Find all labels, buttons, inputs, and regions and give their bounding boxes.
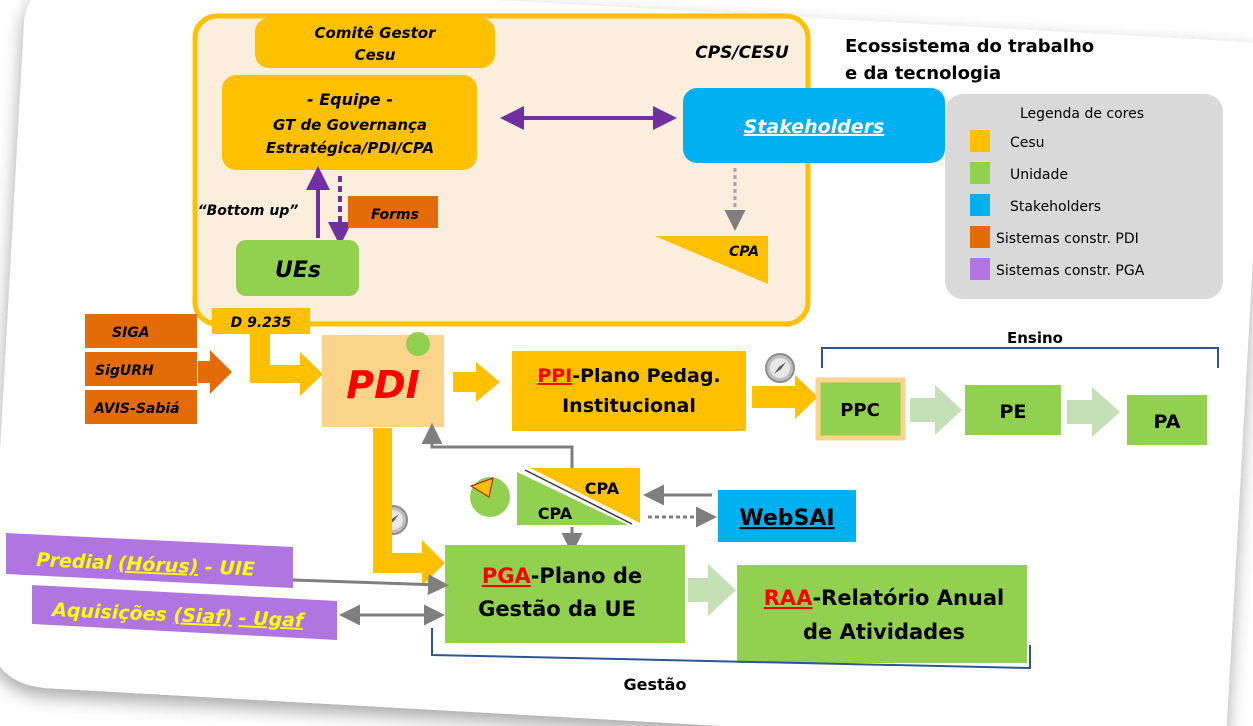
- forms-label: Forms: [371, 207, 419, 223]
- legend-swatch: [970, 226, 990, 248]
- pdi-dot: [406, 332, 430, 356]
- legend-label: Cesu: [1010, 135, 1045, 151]
- d9235-label: D 9.235: [231, 315, 292, 331]
- comite-gestor-box: [255, 18, 495, 68]
- ppi-line2: Institucional: [562, 395, 696, 417]
- cpa-divider: [524, 469, 633, 525]
- predial-label: Predial (Hórus) - UIE: [36, 549, 256, 581]
- cpa-top-shape: [655, 236, 768, 284]
- legend-swatch: [970, 130, 990, 152]
- raa-line1: RAA-Relatório Anual: [764, 586, 1004, 610]
- equipe-line3: Estratégica/PDI/CPA: [266, 139, 434, 157]
- legend-label: Unidade: [1010, 167, 1068, 183]
- equipe-line1: - Equipe -: [307, 90, 393, 109]
- websai-box: [718, 490, 856, 542]
- forms-box: [348, 196, 438, 228]
- aquisicoes-box: [32, 585, 337, 640]
- websai-label: WebSAI: [739, 506, 834, 531]
- d9235-box: [212, 308, 310, 334]
- system-sigurh-label: SigURH: [95, 363, 154, 379]
- cpa-pdi-feedback-arrow: [421, 423, 574, 468]
- cpa-upper-label: CPA: [585, 479, 620, 498]
- pe-box: [965, 385, 1061, 435]
- pie-chart-icon: [469, 477, 510, 517]
- compass-icon: [765, 353, 795, 383]
- systems-pdi-arrow: [198, 350, 232, 394]
- system-avis-box: [85, 390, 197, 424]
- diagram-title-line1: Ecossistema do trabalho: [845, 36, 1094, 57]
- ppi-ppc-arrow: [752, 375, 818, 419]
- ensino-bracket: [821, 347, 1219, 368]
- ppc-box: [815, 377, 906, 441]
- aquisicoes-label: Aquisições (Siaf) - Ugaf: [50, 599, 307, 632]
- equipe-line2: GT de Governança: [273, 116, 427, 134]
- legend-swatch: [970, 162, 990, 184]
- gestao-label: Gestão: [624, 675, 687, 694]
- predial-box: [6, 533, 293, 588]
- legend-label: Sistemas constr. PGA: [996, 263, 1145, 279]
- raa-line2: de Atividades: [803, 620, 965, 644]
- legend-box: [945, 94, 1223, 299]
- pga-line2: Gestão da UE: [478, 597, 636, 621]
- system-siga-label: SIGA: [112, 325, 150, 341]
- legend-swatch: [970, 194, 990, 216]
- pga-line1: PGA-Plano de: [482, 564, 642, 588]
- equipe-box: [222, 75, 477, 170]
- ppi-line1: PPI-Plano Pedag.: [537, 365, 720, 387]
- pdi-ppi-arrow: [453, 362, 500, 402]
- ppc-label: PPC: [840, 400, 880, 421]
- pga-box: [445, 545, 685, 643]
- pdi-label: PDI: [346, 363, 420, 407]
- ppc-pe-arrow: [910, 385, 962, 435]
- pe-label: PE: [1000, 401, 1027, 423]
- ues-label: UEs: [275, 258, 321, 283]
- pdi-pga-arrow: [373, 428, 445, 586]
- cpa-green-shape: [517, 472, 628, 525]
- legend-label: Sistemas constr. PDI: [996, 231, 1139, 247]
- system-avis-label: AVIS-Sabiá: [93, 401, 180, 417]
- cpa-yellow-shape: [530, 468, 640, 523]
- ues-box: [236, 240, 359, 296]
- cpa-lower-label: CPA: [538, 504, 573, 523]
- ppi-box: [512, 351, 746, 431]
- comite-line1: Comitê Gestor: [315, 24, 438, 42]
- system-siga-box: [85, 314, 197, 348]
- predial-pga-arrow: [292, 574, 449, 596]
- legend-title: Legenda de cores: [1020, 106, 1144, 122]
- stakeholders-label: Stakeholders: [744, 116, 885, 138]
- pa-box: [1127, 395, 1207, 445]
- system-sigurh-box: [85, 352, 197, 386]
- comite-line2: Cesu: [355, 46, 396, 64]
- bottom-up-label: “Bottom up”: [198, 203, 299, 219]
- raa-box: [737, 565, 1027, 663]
- legend-label: Stakeholders: [1010, 199, 1101, 215]
- cpa-top-label: CPA: [729, 244, 759, 260]
- stakeholders-box: [683, 88, 945, 163]
- cps-cesu-label: CPS/CESU: [695, 43, 789, 63]
- diagram-title-line2: e da tecnologia: [845, 63, 1001, 84]
- pe-pa-arrow: [1067, 387, 1120, 437]
- legend-swatch: [970, 258, 990, 280]
- d9235-pdi-arrow: [250, 334, 323, 396]
- ensino-label: Ensino: [1007, 329, 1063, 347]
- gestao-bracket: [431, 628, 1031, 670]
- pa-label: PA: [1154, 411, 1181, 433]
- pga-raa-arrow: [688, 564, 736, 616]
